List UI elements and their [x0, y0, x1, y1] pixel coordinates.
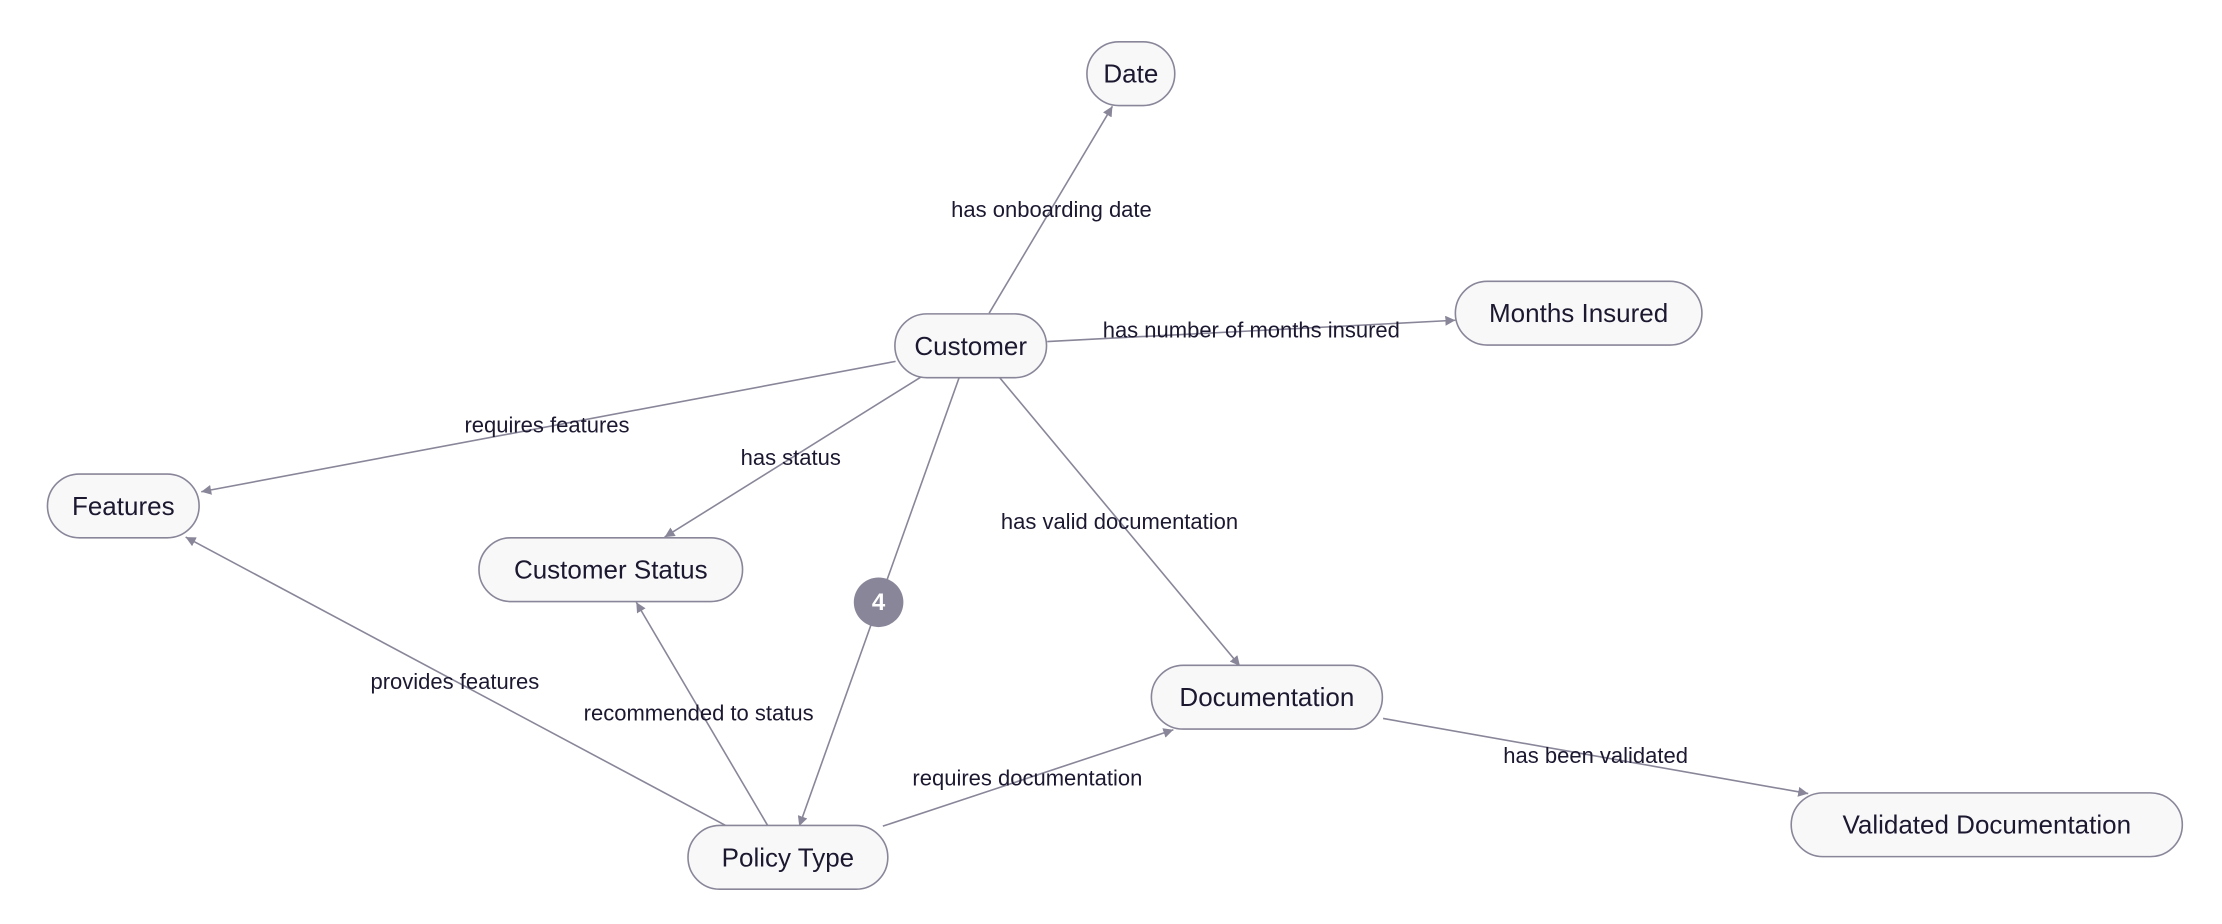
edge-label: provides features	[371, 669, 540, 694]
edge-documentation-to-validated-documentation	[1382, 717, 1809, 797]
edge-policy-type-to-customer-status	[635, 601, 769, 827]
node-label: Features	[72, 491, 175, 521]
node-label: Documentation	[1179, 682, 1354, 712]
edge-customer-to-date	[988, 105, 1114, 314]
edge-customer-to-customer-status	[664, 376, 922, 538]
edge-label: has valid documentation	[1001, 509, 1238, 534]
edge-label: has onboarding date	[951, 197, 1152, 222]
node-date[interactable]: Date	[1086, 41, 1176, 107]
badge-count-label: 4	[872, 589, 886, 616]
node-validated-documentation[interactable]: Validated Documentation	[1790, 792, 2184, 858]
node-box	[46, 473, 200, 539]
node-customer[interactable]: Customer	[894, 313, 1048, 379]
node-box	[687, 824, 889, 891]
edge-policy-type-to-documentation	[882, 728, 1174, 827]
edge-label: has status	[741, 445, 841, 470]
node-box	[1790, 792, 2184, 858]
node-label: Policy Type	[722, 842, 854, 872]
node-customer-status[interactable]: Customer Status	[478, 536, 744, 603]
node-box	[1086, 41, 1176, 107]
node-months-insured[interactable]: Months Insured	[1454, 280, 1703, 346]
node-box	[478, 536, 744, 603]
edge-label: recommended to status	[584, 700, 814, 725]
edge-labels-layer: has onboarding date has number of months …	[371, 197, 1688, 790]
node-label: Customer	[914, 331, 1027, 361]
edge-customer-to-months-insured	[1047, 315, 1456, 343]
edge-policy-type-to-features	[185, 536, 728, 827]
edge-customer-to-features	[201, 360, 896, 495]
edge-customer-to-documentation	[998, 376, 1241, 667]
node-label: Months Insured	[1489, 298, 1668, 328]
edge-label: requires features	[464, 413, 629, 438]
edge-label: has been validated	[1503, 743, 1688, 768]
node-policy-type[interactable]: Policy Type	[687, 824, 889, 891]
node-documentation[interactable]: Documentation	[1150, 664, 1384, 730]
node-box	[1150, 664, 1384, 730]
node-features[interactable]: Features	[46, 473, 200, 539]
badge-circle	[853, 577, 904, 628]
edge-count-badge[interactable]: 4	[853, 577, 904, 628]
node-label: Customer Status	[514, 555, 708, 585]
edge-label: has number of months insured	[1103, 318, 1400, 343]
edge-label: requires documentation	[912, 765, 1142, 790]
node-box	[894, 313, 1048, 379]
node-box	[1454, 280, 1703, 346]
node-label: Date	[1103, 59, 1158, 89]
node-label: Validated Documentation	[1842, 810, 2131, 840]
